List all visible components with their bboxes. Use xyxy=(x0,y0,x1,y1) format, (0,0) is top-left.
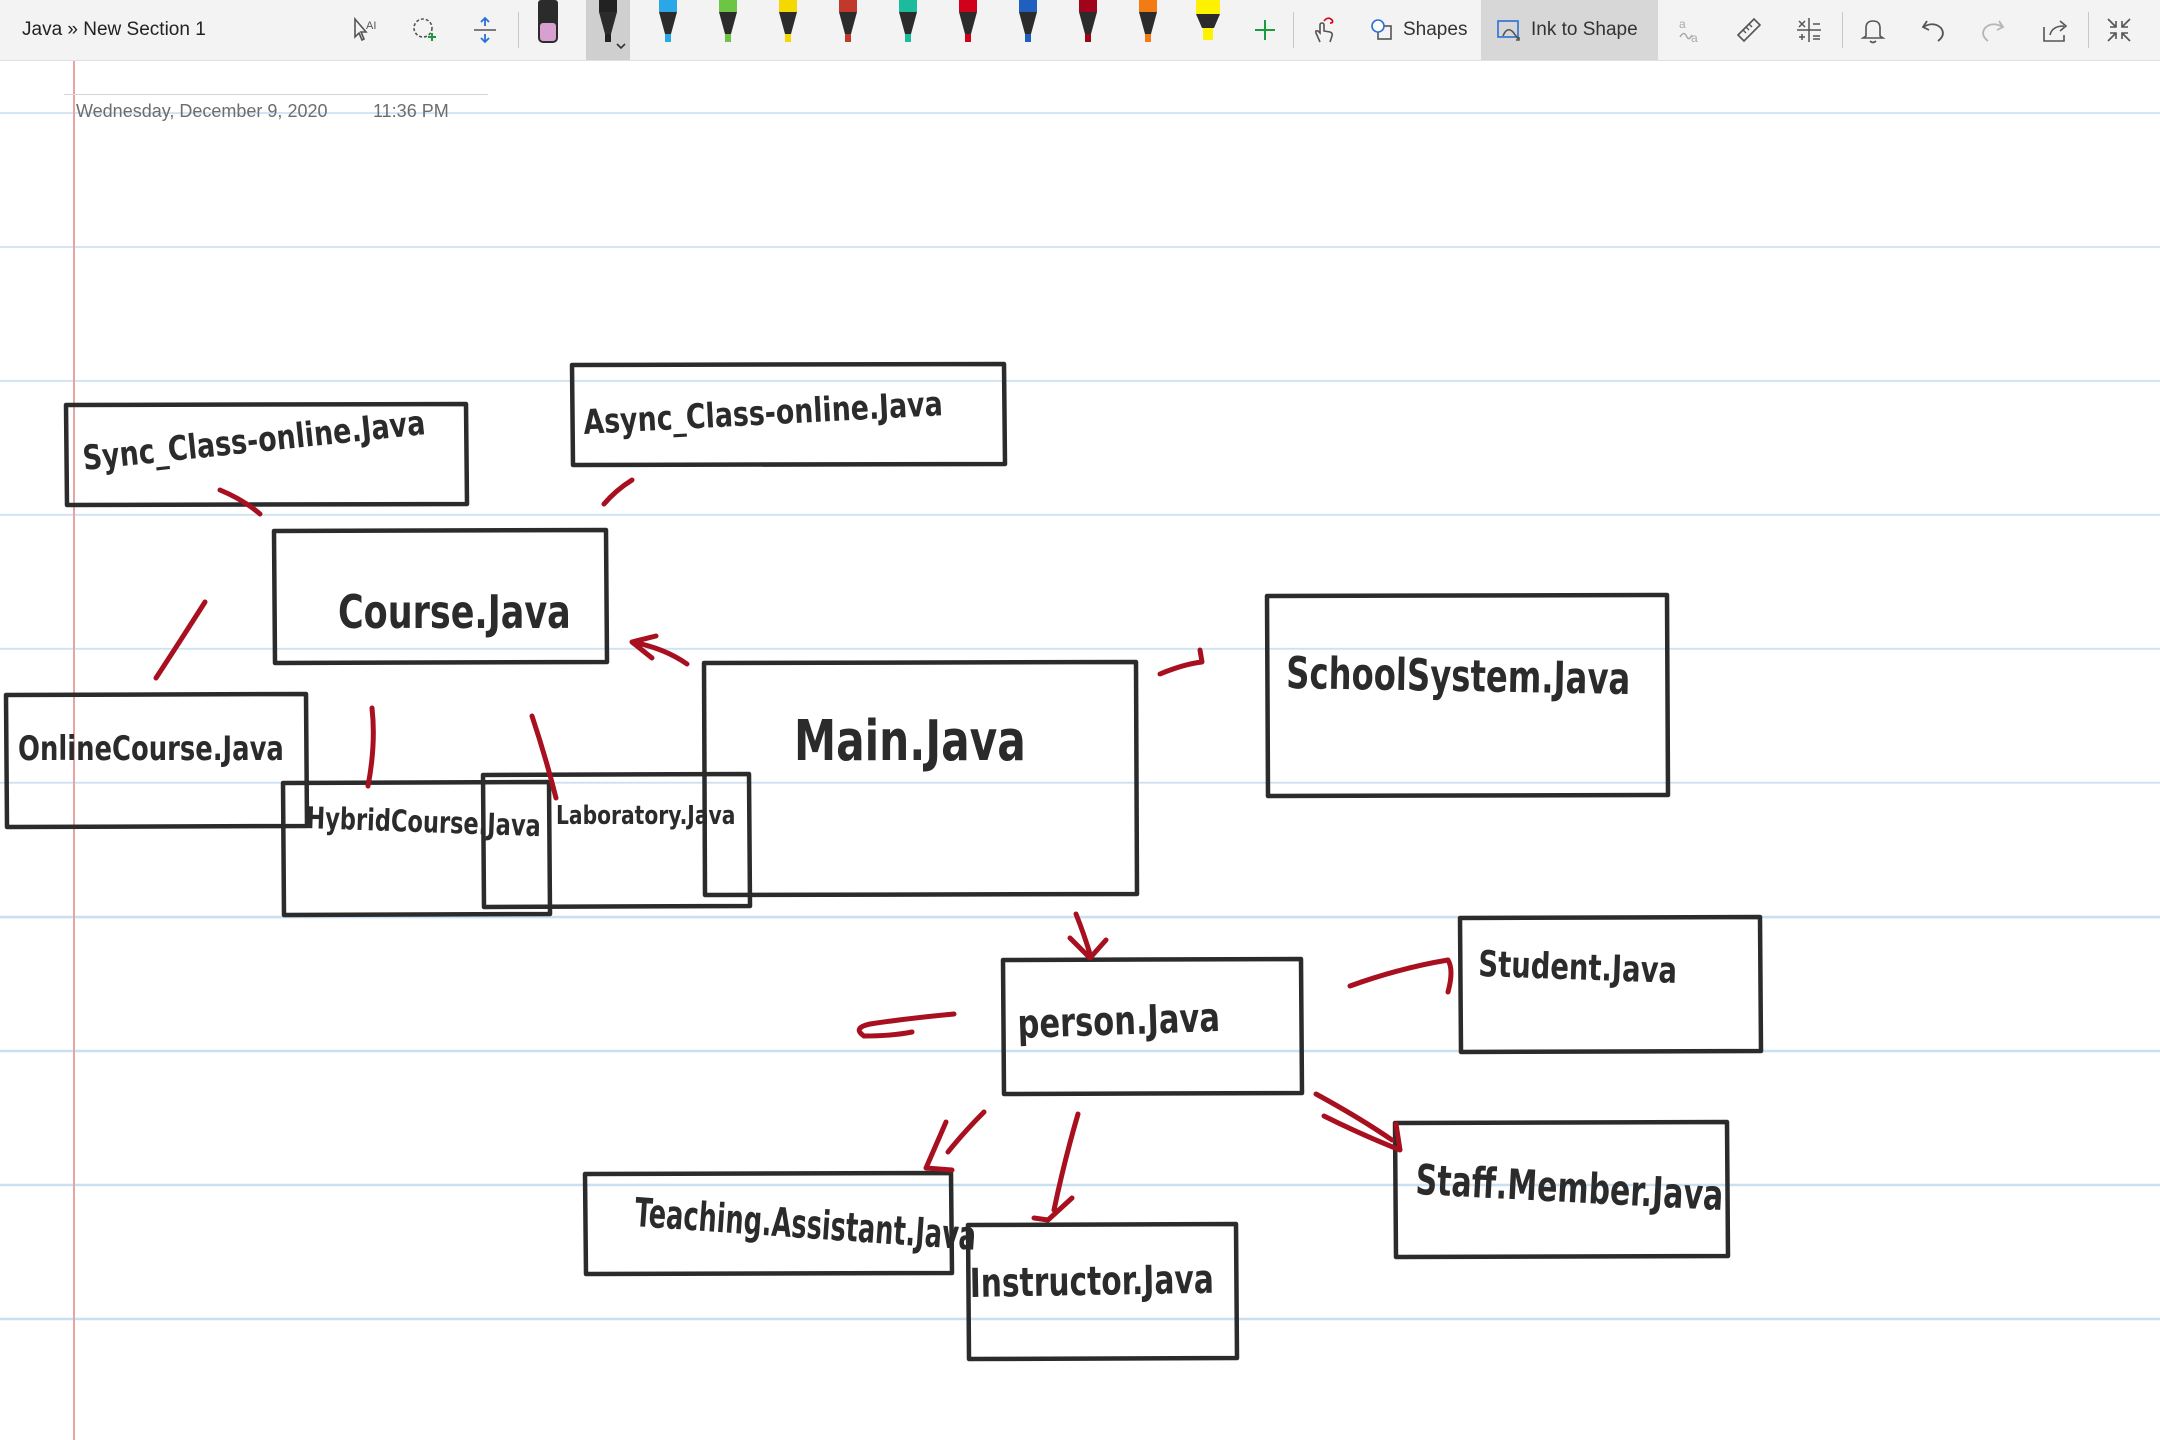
instructor-box[interactable] xyxy=(965,1221,1240,1362)
pen-green-button[interactable] xyxy=(706,0,750,60)
arrow-main-to-course[interactable] xyxy=(629,633,690,667)
arrow-main-to-person[interactable] xyxy=(1067,911,1109,961)
page-time: 11:36 PM xyxy=(373,101,449,121)
staff-member-label: Staff.Member.Java xyxy=(1414,1155,1724,1220)
main-label: Main.Java xyxy=(794,709,1026,774)
online-course-box[interactable] xyxy=(3,691,310,830)
pen-galaxy-button[interactable] xyxy=(826,0,870,60)
person-label: person.Java xyxy=(1017,995,1221,1048)
connector-sync-course[interactable] xyxy=(217,487,263,517)
connector-async-course[interactable] xyxy=(601,477,635,507)
svg-text:a: a xyxy=(1691,31,1698,45)
connector-hybrid-course[interactable] xyxy=(365,705,376,789)
pen-icon xyxy=(779,0,797,42)
pen-icon xyxy=(1139,0,1157,42)
highlighter-yellow-button[interactable] xyxy=(1186,0,1230,60)
arrow-person-left[interactable] xyxy=(856,1011,957,1039)
pen-icon xyxy=(1079,0,1097,42)
async-class-box[interactable] xyxy=(569,361,1008,468)
page-date: Wednesday, December 9, 2020 xyxy=(76,101,328,121)
ink-to-shape-label: Ink to Shape xyxy=(1531,19,1638,40)
notebook-page[interactable]: Wednesday, December 9, 2020 11:36 PM Syn… xyxy=(0,61,2160,1440)
online-course-label: OnlineCourse.Java xyxy=(18,729,284,769)
course-box[interactable] xyxy=(271,527,610,666)
toolbar-separator xyxy=(1293,12,1294,48)
pen-darkred-button[interactable] xyxy=(1066,0,1110,60)
arrow-person-to-staff[interactable] xyxy=(1313,1091,1403,1153)
exit-fullscreen-icon[interactable] xyxy=(2097,0,2141,60)
undo-icon[interactable] xyxy=(1911,0,1955,60)
ink-to-shape-icon xyxy=(1497,20,1520,41)
pen-icon xyxy=(719,0,737,42)
pen-lightblue-button[interactable] xyxy=(646,0,690,60)
pen-teal-button[interactable] xyxy=(886,0,930,60)
laboratory-box[interactable] xyxy=(480,771,753,910)
connector-lab-course[interactable] xyxy=(529,713,559,801)
async-class-label: Async_Class-online.Java xyxy=(582,384,943,443)
toolbar-separator xyxy=(2088,12,2089,48)
type-select-icon[interactable]: AI xyxy=(342,0,386,60)
main-box[interactable] xyxy=(701,659,1140,898)
pen-blue-button[interactable] xyxy=(1006,0,1050,60)
arrow-person-to-ta[interactable] xyxy=(923,1109,987,1173)
eraser-icon xyxy=(538,0,558,43)
arrow-main-to-school[interactable] xyxy=(1157,647,1205,677)
toolbar-separator xyxy=(518,12,519,48)
bell-icon[interactable] xyxy=(1851,0,1895,60)
school-system-box[interactable] xyxy=(1264,592,1671,799)
svg-text:AI: AI xyxy=(366,20,376,32)
sync-class-label: Sync_Class-online.Java xyxy=(81,403,427,479)
staff-member-box[interactable] xyxy=(1392,1119,1731,1260)
page-margin-line xyxy=(73,61,75,1440)
sync-class-box[interactable] xyxy=(63,401,470,508)
arrow-person-to-student[interactable] xyxy=(1347,957,1454,995)
course-label: Course.Java xyxy=(338,585,571,639)
pen-icon xyxy=(659,0,677,42)
hybrid-course-label: HybridCourse.Java xyxy=(306,801,542,844)
instructor-label: Instructor.Java xyxy=(969,1257,1214,1307)
pen-icon xyxy=(839,0,857,42)
insert-space-icon[interactable] xyxy=(463,0,507,60)
shapes-button[interactable]: Shapes xyxy=(1355,0,1481,60)
touch-draw-icon[interactable] xyxy=(1301,0,1345,60)
hybrid-course-box[interactable] xyxy=(280,779,553,918)
arrow-person-to-instructor[interactable] xyxy=(1031,1111,1081,1223)
pen-red-button[interactable] xyxy=(946,0,990,60)
pen-black-selected-button[interactable] xyxy=(586,0,630,60)
ruler-icon[interactable] xyxy=(1727,0,1771,60)
school-system-label: SchoolSystem.Java xyxy=(1286,648,1631,705)
ink-canvas[interactable]: Sync_Class-online.Java Async_Class-online… xyxy=(0,61,2160,1440)
pen-icon xyxy=(1196,0,1220,40)
ink-to-shape-button[interactable]: Ink to Shape xyxy=(1481,0,1658,60)
ribbon-toolbar: Java » New Section 1 AI Shapes Ink to Sh… xyxy=(0,0,2160,61)
connector-online-course[interactable] xyxy=(153,599,208,681)
pen-eraser-button[interactable] xyxy=(526,0,570,60)
pen-yellow-button[interactable] xyxy=(766,0,810,60)
person-box[interactable] xyxy=(1000,956,1305,1097)
pen-icon xyxy=(599,0,626,50)
toolbar-separator xyxy=(1842,12,1843,48)
pen-icon xyxy=(1019,0,1037,42)
svg-text:a: a xyxy=(1679,17,1686,31)
title-underline xyxy=(64,94,488,95)
pen-icon xyxy=(899,0,917,42)
redo-icon[interactable] xyxy=(1971,0,2015,60)
math-icon[interactable] xyxy=(1787,0,1831,60)
share-icon[interactable] xyxy=(2033,0,2077,60)
breadcrumb[interactable]: Java » New Section 1 xyxy=(22,19,206,40)
shapes-label: Shapes xyxy=(1403,19,1468,40)
pen-icon xyxy=(959,0,977,42)
student-label: Student.Java xyxy=(1478,944,1678,992)
lasso-add-icon[interactable] xyxy=(403,0,447,60)
laboratory-label: Laboratory.Java xyxy=(556,801,735,831)
pen-orange-button[interactable] xyxy=(1126,0,1170,60)
student-box[interactable] xyxy=(1457,914,1764,1055)
shapes-icon xyxy=(1371,19,1392,40)
teaching-assistant-label: Teaching.Assistant.Java xyxy=(633,1190,977,1260)
teaching-assistant-box[interactable] xyxy=(582,1170,955,1277)
add-pen-icon[interactable] xyxy=(1243,0,1287,60)
